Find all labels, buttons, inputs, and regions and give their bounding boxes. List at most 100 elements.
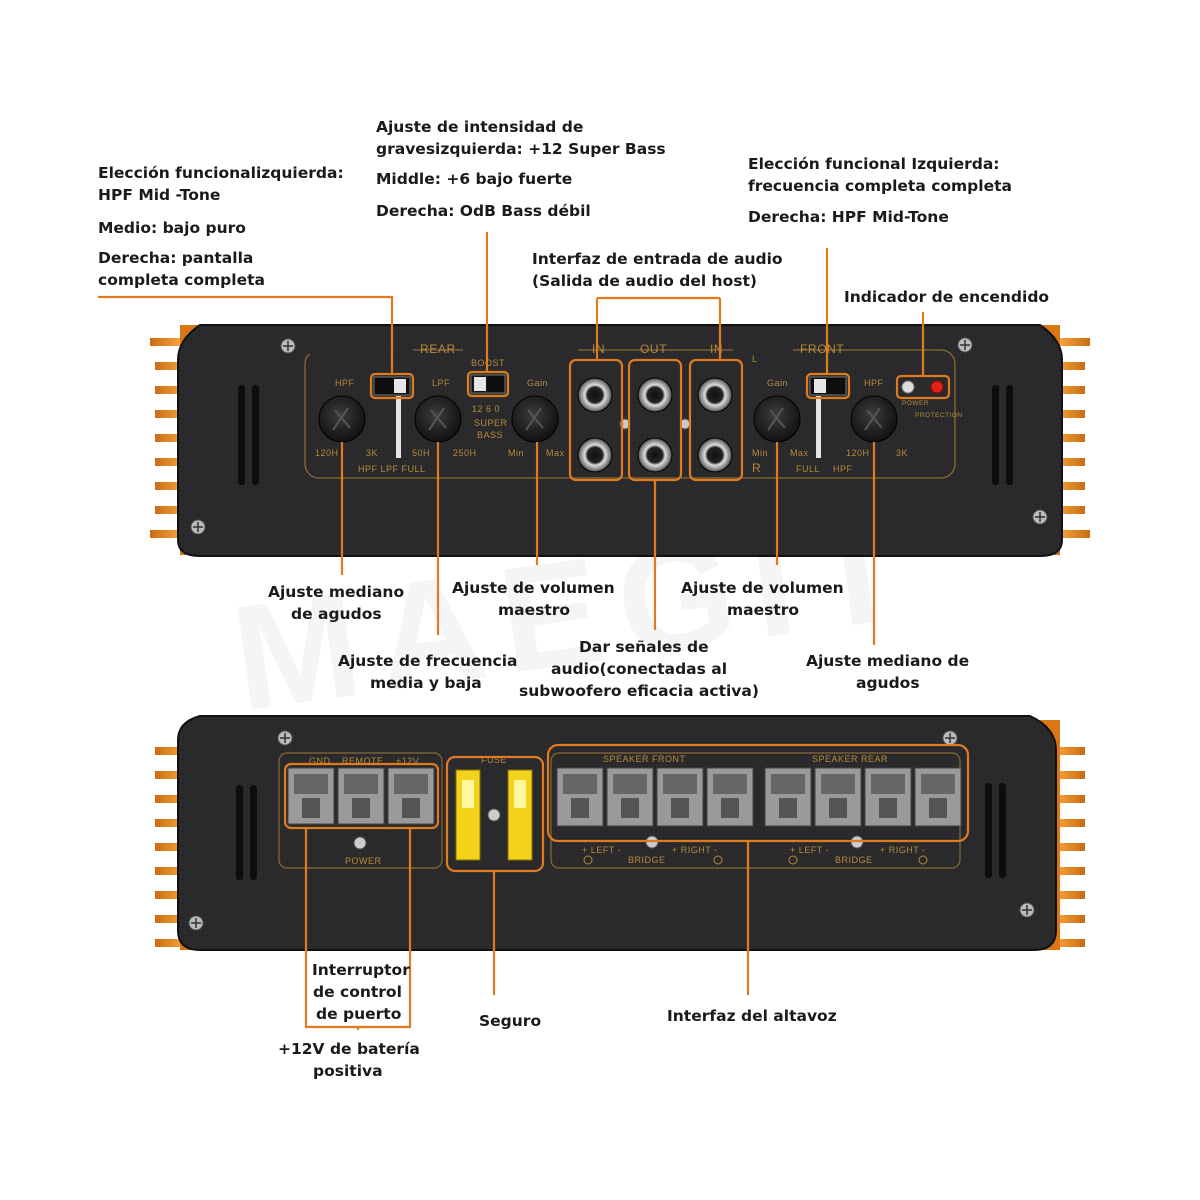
rca-jack-in-front-top[interactable] — [697, 377, 733, 413]
out-label: OUT — [640, 342, 667, 356]
rear-gain-min: Min — [508, 448, 524, 458]
front-gain-max: Max — [790, 448, 809, 458]
rear-lpf-max: 250H — [453, 448, 477, 458]
rear-gain-note-1: Ajuste de volumen — [452, 579, 615, 597]
audio-in-note-2: (Salida de audio del host) — [532, 272, 757, 290]
battery-note-1: +12V de batería — [278, 1040, 420, 1058]
rear-lpf-knob-label: LPF — [432, 378, 450, 388]
rear-gain-max: Max — [546, 448, 565, 458]
power-block-label: POWER — [345, 856, 382, 866]
highlight-in-front — [688, 358, 744, 482]
audio-in-note-1: Interfaz de entrada de audio — [532, 250, 783, 268]
rear-switch-note-4: Derecha: pantalla — [98, 249, 253, 267]
top-chassis — [177, 324, 1063, 557]
front-hpf-bottom-label: HPF — [833, 464, 853, 474]
rca-jack-in-rear-bottom[interactable] — [577, 437, 613, 473]
boost-note-3: Middle: +6 bajo fuerte — [376, 170, 572, 188]
front-right-label: + RIGHT - — [672, 845, 718, 855]
rear-switch-note-2: HPF Mid -Tone — [98, 186, 220, 204]
rear-switch-note-1: Elección funcionalizquierda: — [98, 164, 344, 182]
in-left-label: IN — [592, 342, 605, 356]
fuses — [455, 769, 533, 861]
boost-note-1: Ajuste de intensidad de — [376, 118, 583, 136]
annotations: Elección funcionalizquierda: HPF Mid -To… — [98, 118, 1049, 1080]
plus12-label: +12V — [396, 756, 419, 766]
front-switch-note-3: Derecha: HPF Mid-Tone — [748, 208, 949, 226]
rear-gain-knob-label: Gain — [527, 378, 548, 388]
in-right-label: IN — [710, 342, 723, 356]
bottom-screws — [188, 730, 1035, 931]
remote-label: REMOTE — [342, 756, 384, 766]
rear-left-label: + LEFT - — [790, 845, 829, 855]
front-full-label: FULL — [796, 464, 820, 474]
super-label: SUPER — [474, 418, 508, 428]
rear-hpf-min: 120H — [315, 448, 339, 458]
speaker-rear-label: SPEAKER REAR — [812, 754, 888, 764]
audio-out-note-1: Dar señales de — [579, 638, 709, 656]
rear-hpf-note-1: Ajuste mediano — [268, 583, 404, 601]
fuse-note: Seguro — [479, 1012, 541, 1030]
power-led — [901, 380, 915, 394]
rca-jack-in-rear-top[interactable] — [577, 377, 613, 413]
boost-note-2: gravesizquierda: +12 Super Bass — [376, 140, 666, 158]
rear-label: REAR — [420, 342, 456, 356]
front-hpf-note-1: Ajuste mediano de — [806, 652, 969, 670]
audio-out-note-3: subwoofero eficacia activa) — [519, 682, 759, 700]
front-gain-note-2: maestro — [727, 601, 799, 619]
rca-in-front — [697, 377, 733, 473]
bottom-chassis — [177, 715, 1057, 951]
top-left-vent — [238, 385, 259, 485]
front-label: FRONT — [800, 342, 844, 356]
rca-out — [637, 377, 673, 473]
rear-switch-note-5: completa completa — [98, 271, 265, 289]
fuse-label: FUSE — [481, 755, 507, 765]
speaker-note: Interfaz del altavoz — [667, 1007, 837, 1025]
front-gain-knob-label: Gain — [767, 378, 788, 388]
boost-note-4: Derecha: OdB Bass débil — [376, 202, 591, 220]
power-led-note: Indicador de encendido — [844, 288, 1049, 306]
rear-lpf-note-1: Ajuste de frecuencia — [338, 652, 518, 670]
speaker-rear-terminals — [764, 767, 962, 827]
top-screws — [190, 337, 1048, 535]
leader-lines — [98, 232, 925, 1030]
speaker-front-terminals — [556, 767, 754, 827]
highlight-speakers — [546, 743, 970, 843]
rear-right-label: + RIGHT - — [880, 845, 926, 855]
bottom-right-vent — [985, 783, 1006, 878]
rca-jack-out-bottom[interactable] — [637, 437, 673, 473]
top-right-vent — [992, 385, 1013, 485]
r-label: R — [752, 461, 761, 475]
rear-lpf-note-2: media y baja — [370, 674, 482, 692]
front-hpf-max: 3K — [896, 448, 908, 458]
bottom-amplifier: GND REMOTE +12V POWER FUSE SPEAKER FRONT… — [155, 715, 1085, 951]
speaker-front-label: SPEAKER FRONT — [603, 754, 686, 764]
rca-in-rear — [577, 377, 613, 473]
hpf-lpf-full: HPF LPF FULL — [358, 464, 426, 474]
battery-note-2: positiva — [313, 1062, 383, 1080]
power-led-label: POWER — [902, 400, 929, 407]
front-hpf-knob-label: HPF — [864, 378, 884, 388]
rear-gain-note-2: maestro — [498, 601, 570, 619]
rear-lpf-min: 50H — [412, 448, 430, 458]
audio-out-note-2: audio(conectadas al — [551, 660, 727, 678]
rear-bridge-label: BRIDGE — [835, 855, 873, 865]
rca-jack-in-front-bottom[interactable] — [697, 437, 733, 473]
remote-note-1: Interruptor — [312, 961, 410, 979]
remote-note-3: de puerto — [316, 1005, 401, 1023]
l-label: L — [752, 354, 758, 364]
rear-hpf-knob-label: HPF — [335, 378, 355, 388]
power-terminals — [287, 767, 435, 825]
remote-note-2: de control — [313, 983, 402, 1001]
front-left-label: + LEFT - — [582, 845, 621, 855]
protection-led — [930, 380, 944, 394]
bass-label: BASS — [477, 430, 503, 440]
front-switch-note-1: Elección funcional Izquierda: — [748, 155, 1000, 173]
front-bridge-label: BRIDGE — [628, 855, 666, 865]
bottom-left-vent — [236, 785, 257, 880]
rear-hpf-max: 3K — [366, 448, 378, 458]
boost-values: 12 6 0 — [472, 404, 500, 414]
gnd-label: GND — [309, 756, 331, 766]
rear-switch-note-3: Medio: bajo puro — [98, 219, 246, 237]
rca-jack-out-top[interactable] — [637, 377, 673, 413]
